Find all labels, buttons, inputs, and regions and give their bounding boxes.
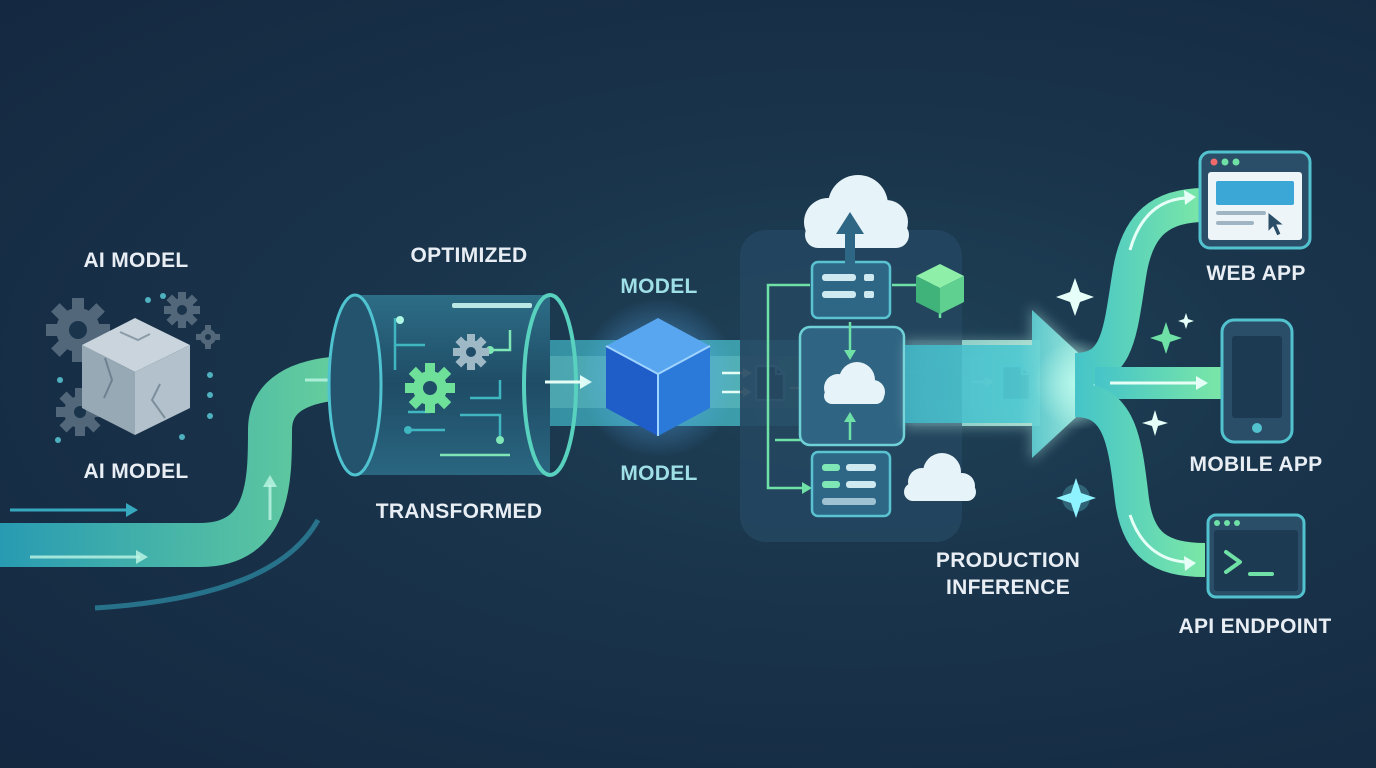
label-ai-model-top: AI MODEL [83, 249, 189, 272]
sparkle-icon [1056, 278, 1094, 316]
browser-icon [1198, 150, 1312, 250]
label-optimized: OPTIMIZED [410, 244, 528, 267]
label-web-app: WEB APP [1206, 262, 1306, 285]
gear-icon [453, 334, 489, 370]
cube-icon [82, 318, 190, 435]
gear-icon [405, 363, 455, 413]
gear-icon [164, 292, 200, 328]
transform-tube [327, 293, 592, 477]
cube-icon [578, 298, 738, 458]
inference-panel [740, 230, 964, 542]
label-ai-model-bottom: AI MODEL [83, 460, 189, 483]
sparkle-icon [1142, 410, 1168, 436]
label-model-bottom: MODEL [620, 462, 698, 485]
sparkle-icon [1178, 313, 1194, 329]
gear-icon [196, 325, 220, 349]
arrow-head [126, 503, 138, 517]
terminal-icon [1206, 513, 1306, 599]
sparkle-icon [1056, 478, 1096, 518]
cloud-icon [904, 453, 976, 501]
label-production: PRODUCTION [935, 549, 1081, 572]
output-flows [1073, 188, 1223, 577]
phone-icon [1220, 318, 1294, 444]
label-api-endpoint: API ENDPOINT [1178, 615, 1332, 638]
ai-model-cluster [46, 292, 220, 443]
label-model-top: MODEL [620, 275, 698, 298]
cloud-icon [824, 362, 885, 404]
label-inference: INFERENCE [945, 576, 1071, 599]
cube-icon [916, 264, 964, 314]
incoming-flow [0, 356, 356, 611]
label-transformed: TRANSFORMED [375, 500, 543, 523]
label-mobile-app: MOBILE APP [1189, 453, 1323, 476]
sparkle-icon [1150, 322, 1182, 354]
cloud-upload-icon [804, 175, 909, 264]
server-icon [810, 260, 892, 320]
cursor-icon [1267, 210, 1286, 237]
server-icon [810, 450, 892, 518]
